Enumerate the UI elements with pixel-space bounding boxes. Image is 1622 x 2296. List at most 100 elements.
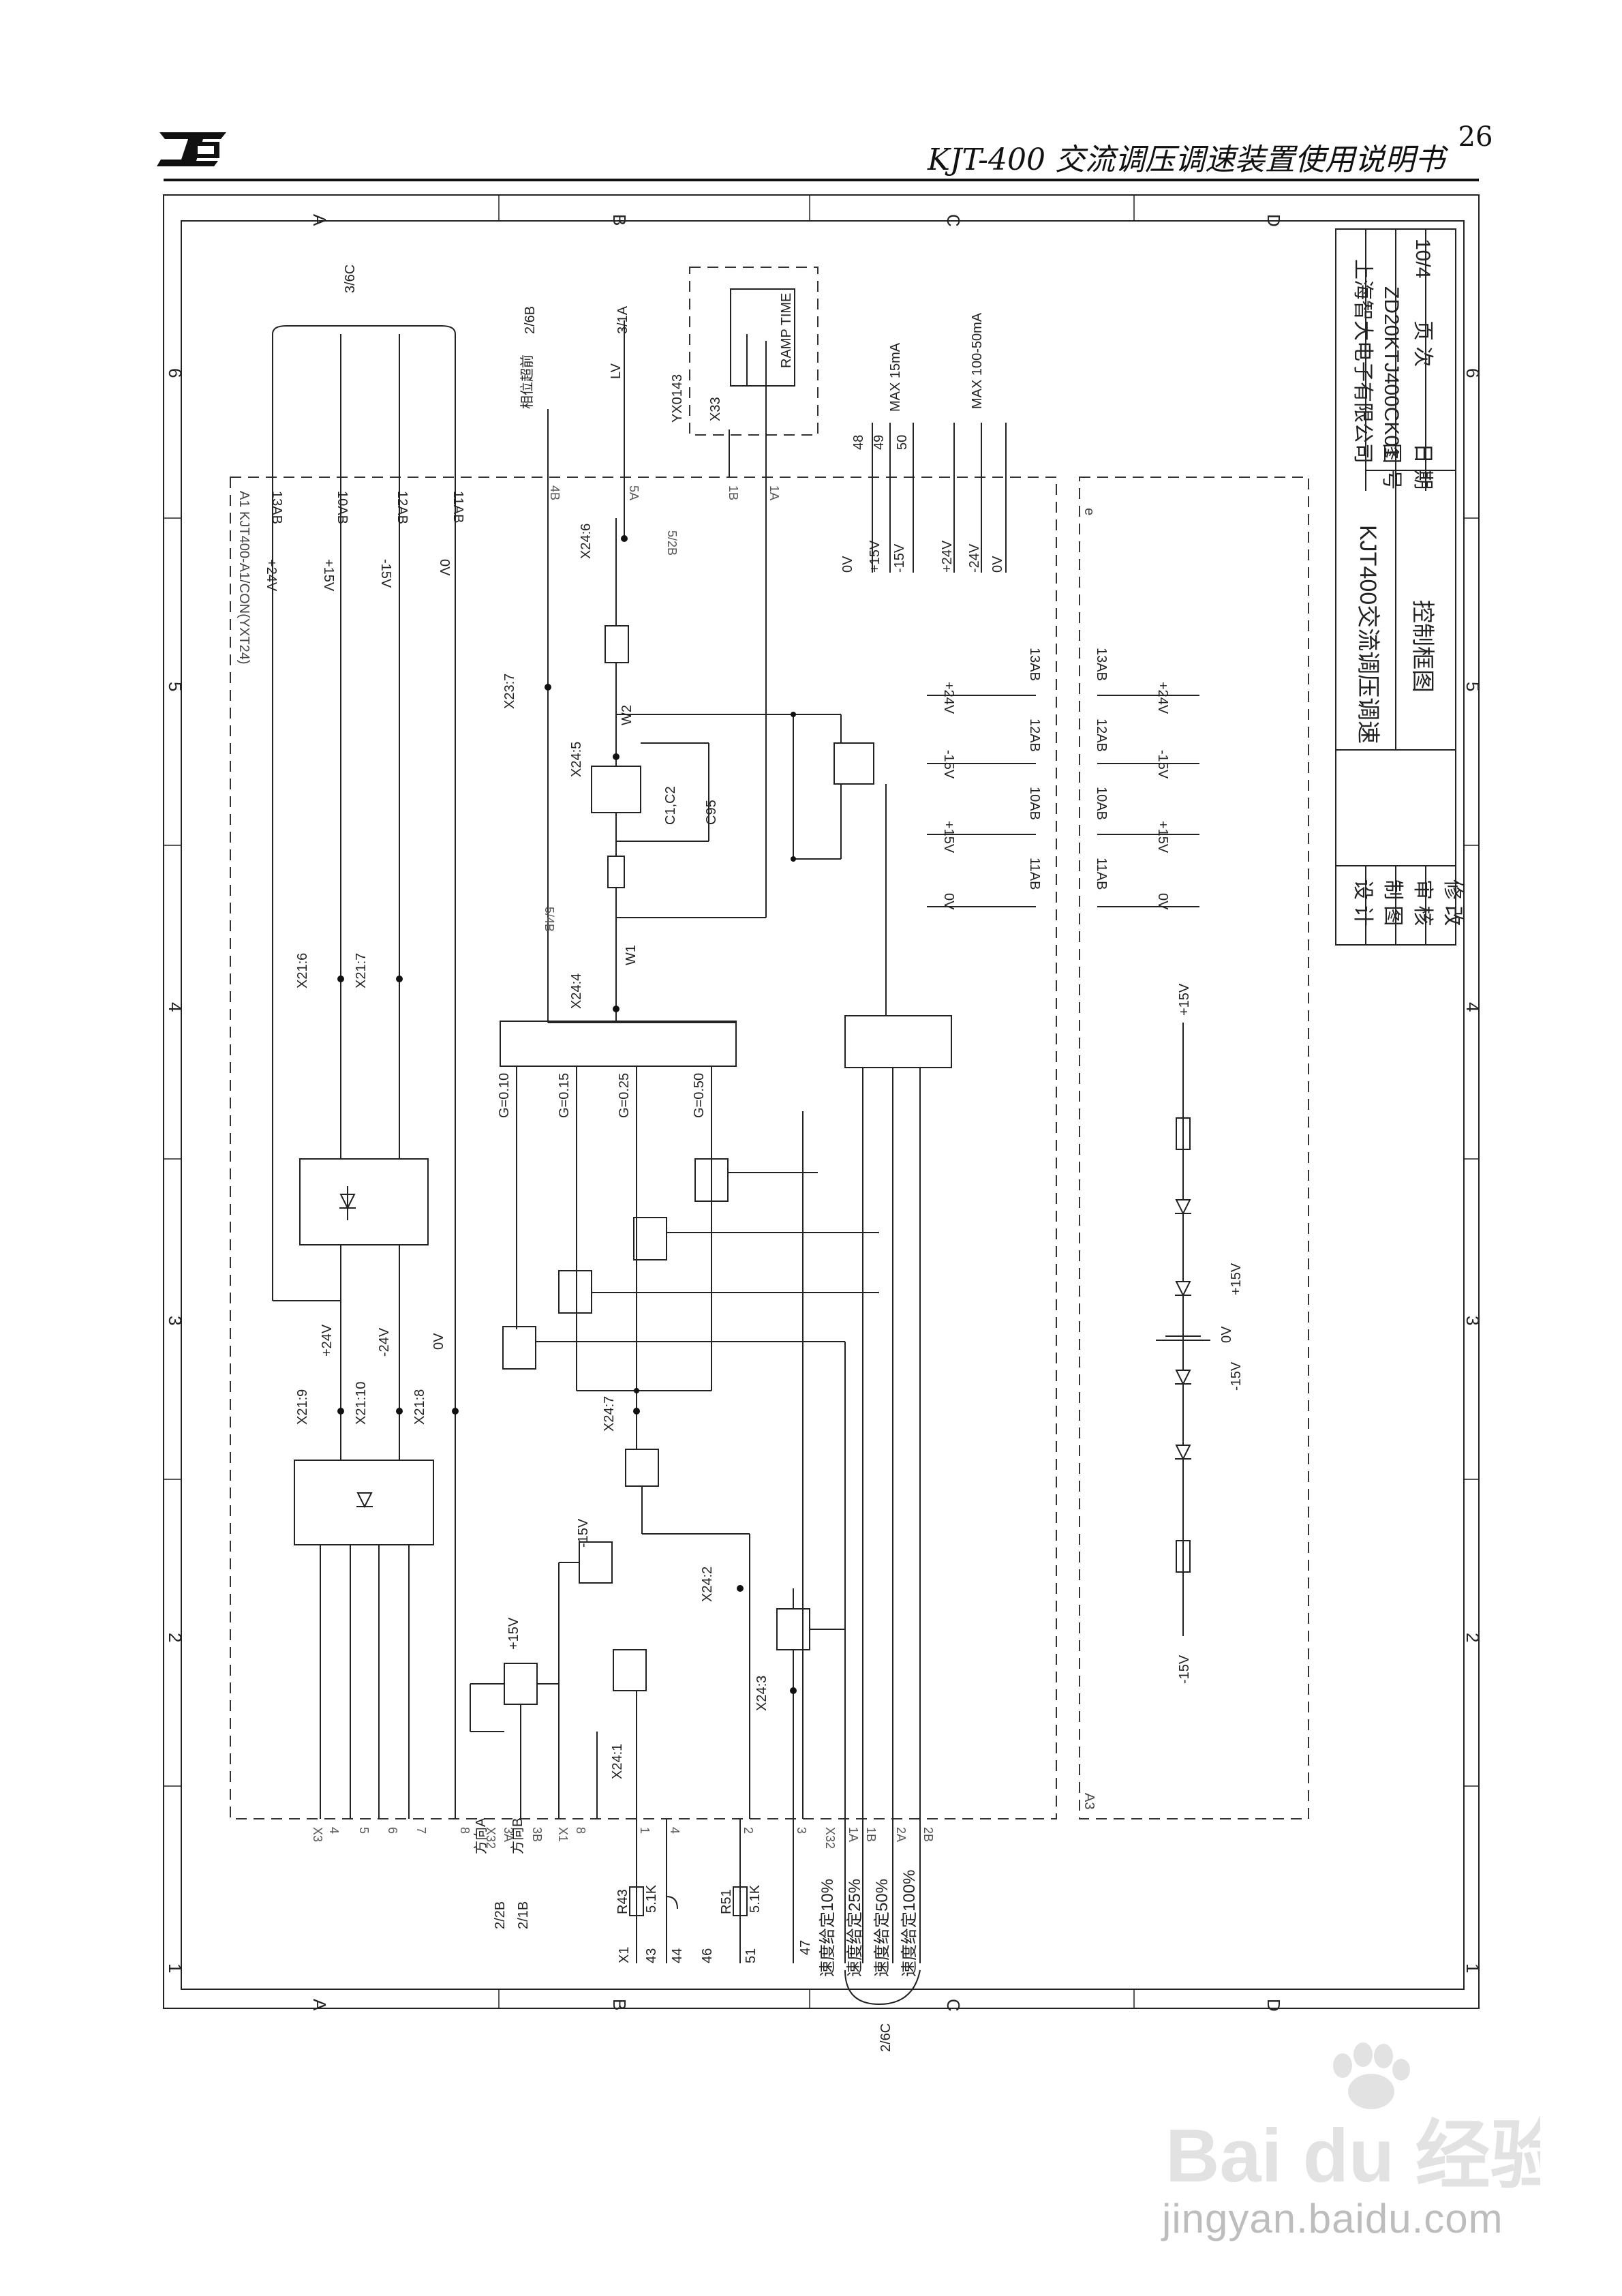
x3-rail-minus24: -24V bbox=[967, 543, 982, 573]
phase-lead-label: 相位超前 bbox=[519, 354, 535, 409]
board-outlines bbox=[230, 267, 1309, 1819]
minus15-label: -15V bbox=[576, 1518, 591, 1547]
frame-labels: A B C D A B C D 1 2 3 4 5 6 1 2 3 4 5 6 bbox=[165, 214, 1483, 2012]
a3-rail-plus24: +24V bbox=[1155, 682, 1170, 714]
svg-text:X32: X32 bbox=[823, 1827, 837, 1849]
ref-3-6c: 3/6C bbox=[343, 265, 358, 293]
tb-role-revise: 修 改 bbox=[1441, 879, 1464, 926]
conn-x24-4: X24:4 bbox=[569, 973, 584, 1009]
gain-015: G=0.15 bbox=[557, 1073, 572, 1118]
lv-label: LV bbox=[609, 363, 624, 379]
tb-product: KJT400交流调压调速 bbox=[1355, 525, 1381, 744]
x1-pin-49: 49 bbox=[872, 435, 887, 450]
dir-ref-2-2b: 2/2B bbox=[493, 1901, 508, 1929]
svg-text:1A: 1A bbox=[767, 485, 781, 500]
svg-text:1: 1 bbox=[638, 1827, 652, 1834]
res-r51: R51 bbox=[719, 1889, 734, 1914]
x1-rail-plus15: +15V bbox=[868, 540, 883, 573]
svg-text:7: 7 bbox=[414, 1827, 428, 1834]
connector-dots bbox=[337, 535, 797, 1694]
svg-text:8: 8 bbox=[458, 1827, 472, 1834]
watermark-brand: Bai du 经验 bbox=[1165, 2114, 1540, 2198]
conn-x21-6: X21:6 bbox=[295, 953, 310, 988]
x32-pin-11ab: 11AB bbox=[450, 491, 465, 523]
conn-x21-7: X21:7 bbox=[354, 953, 369, 988]
a3-rail-0v: 0V bbox=[1155, 893, 1170, 910]
x1-pin-47: 47 bbox=[798, 1940, 813, 1955]
led-plus15: +15V bbox=[1229, 1263, 1244, 1295]
svg-text:2A: 2A bbox=[894, 1827, 908, 1842]
frame-inner bbox=[181, 220, 1465, 1990]
speed-ref-100: 速度给定100% bbox=[900, 1870, 919, 1977]
board-a1-label: A1 KJT400-A1/CON(YXT24) bbox=[236, 491, 251, 665]
tb-company: 上海智大电子有限公司 bbox=[1351, 259, 1374, 464]
svg-text:5A: 5A bbox=[627, 485, 641, 500]
a1-pin-11ab: 11AB bbox=[1027, 858, 1042, 890]
speed-ref-25: 速度给定25% bbox=[846, 1879, 864, 1977]
x1-pin-44: 44 bbox=[670, 1948, 685, 1963]
svg-text:6: 6 bbox=[386, 1827, 399, 1834]
conn-x24-7: X24:7 bbox=[602, 1396, 617, 1432]
a1-rail-minus15: -15V bbox=[941, 750, 956, 779]
led-minus15-bottom: -15V bbox=[1177, 1655, 1192, 1684]
x33-label: X33 bbox=[708, 397, 723, 421]
tb-role-design: 设 计 bbox=[1351, 879, 1374, 926]
row-2-left: 2 bbox=[165, 1633, 185, 1642]
col-a-bottom: A bbox=[309, 1999, 330, 2011]
col-c-bottom: C bbox=[943, 1999, 964, 2012]
header-page-number: 26 bbox=[1458, 121, 1493, 153]
tb-drawing-name: 控制框图 bbox=[1409, 600, 1435, 693]
conn-x24-6: X24:6 bbox=[579, 524, 594, 559]
led-plus15-top: +15V bbox=[1177, 983, 1192, 1016]
x1-pin-50: 50 bbox=[895, 435, 910, 450]
x32-pin-10ab: 10AB bbox=[335, 491, 350, 524]
direction-a: 方向A bbox=[473, 1817, 489, 1854]
frame-ticks bbox=[164, 195, 1479, 2008]
a3-pin-13ab: 13AB bbox=[1094, 648, 1109, 681]
a1-pin-12ab: 12AB bbox=[1027, 719, 1042, 752]
x1-rail-minus15: -15V bbox=[892, 543, 907, 573]
speed-ref-10: 速度给定10% bbox=[818, 1879, 837, 1977]
wiring bbox=[272, 288, 1210, 2006]
ramp-time-label: RAMP TIME bbox=[779, 293, 794, 368]
board-a3-label: A3 bbox=[1082, 1793, 1097, 1809]
x1-pin-51: 51 bbox=[744, 1948, 759, 1963]
svg-text:3A: 3A bbox=[502, 1827, 515, 1842]
row-3-right: 3 bbox=[1463, 1316, 1483, 1325]
title-block-text: 上海智大电子有限公司 图 号 ZD20KTJ400CK01 日 期 页 次 10… bbox=[1351, 239, 1464, 926]
pcb-label: YX0143 bbox=[670, 374, 685, 423]
max-15ma: MAX 15mA bbox=[888, 342, 903, 412]
res-r43-value: 5.1K bbox=[644, 1884, 659, 1913]
svg-text:4: 4 bbox=[668, 1827, 682, 1834]
x32-pin-12ab: 12AB bbox=[395, 491, 410, 524]
x3-rail-0v: 0V bbox=[990, 556, 1005, 573]
svg-text:1A: 1A bbox=[846, 1827, 860, 1842]
a3-rail-minus15: -15V bbox=[1155, 750, 1170, 779]
ref-3-1a: 3/1A bbox=[615, 305, 630, 334]
supply-0v: 0V bbox=[431, 1333, 446, 1350]
a1-pin-10ab: 10AB bbox=[1027, 787, 1042, 820]
schematic-labels: 3/6C 2/6B 3/1A 相位超前 LV YX0143 RAMP TIME … bbox=[264, 265, 1244, 2052]
x32-pin-13ab: 13AB bbox=[269, 491, 284, 524]
col-b-top: B bbox=[609, 214, 630, 226]
x3-rail-plus24: +24V bbox=[940, 540, 955, 573]
conn-x24-2: X24:2 bbox=[700, 1567, 715, 1602]
row-2-right: 2 bbox=[1463, 1633, 1483, 1642]
tb-drawing-no-label: 图 号 bbox=[1380, 443, 1403, 489]
a1-rail-plus15: +15V bbox=[941, 821, 956, 854]
x1-pin-43: 43 bbox=[644, 1948, 659, 1963]
max-100-50ma: MAX 100-50mA bbox=[970, 312, 985, 409]
conn-x21-8: X21:8 bbox=[412, 1389, 427, 1425]
plus15-label: +15V bbox=[506, 1617, 521, 1650]
svg-text:5/2B: 5/2B bbox=[665, 530, 679, 556]
board-labels: A1 KJT400-A1/CON(YXT24) A3 e bbox=[236, 491, 1097, 1809]
speed-ref-2-6c: 2/6C bbox=[878, 2023, 893, 2052]
a3-pin-10ab: 10AB bbox=[1094, 787, 1109, 820]
x1-rail-0v: 0V bbox=[840, 556, 855, 573]
a1-rail-0v: 0V bbox=[941, 893, 956, 910]
x1-pin-48: 48 bbox=[851, 435, 866, 450]
led-0v: 0V bbox=[1219, 1326, 1234, 1343]
conn-x24-5: X24:5 bbox=[569, 742, 584, 777]
